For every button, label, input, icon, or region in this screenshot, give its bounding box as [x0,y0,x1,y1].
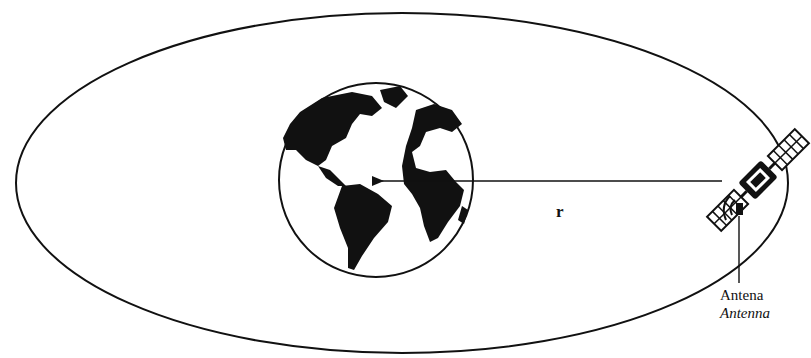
satellite-symbol [706,128,811,233]
radius-arrow [382,180,722,182]
part-label-translation: Antenna [720,304,770,322]
radius-label: r [556,203,564,221]
earth-globe [279,83,473,277]
leader-line [738,216,739,283]
orbit-ellipse [16,13,788,353]
antenna-symbol [724,196,743,220]
part-label: Antena [720,286,763,304]
